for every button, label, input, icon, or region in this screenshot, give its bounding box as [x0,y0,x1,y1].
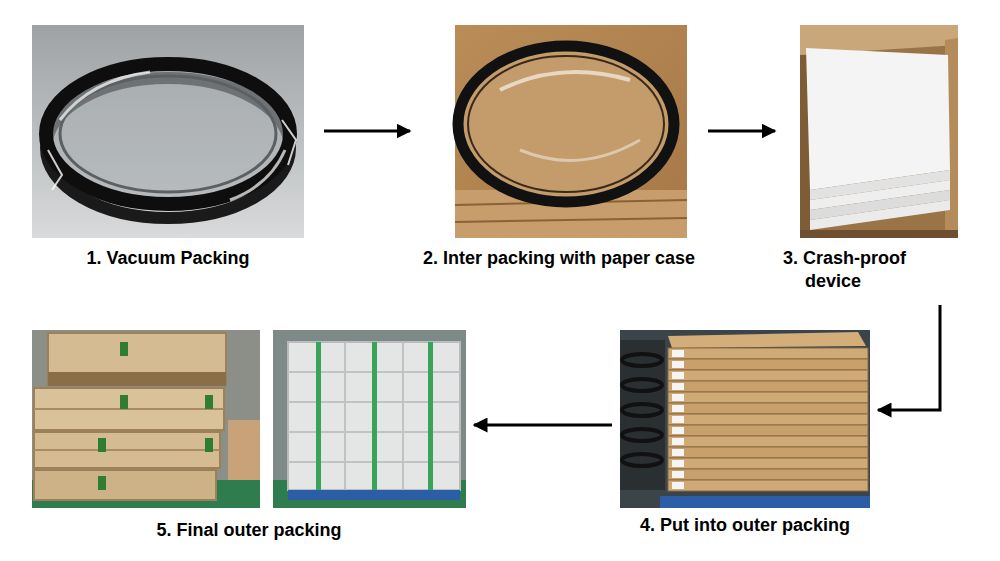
illustration-part [672,372,684,379]
step-box: 2. Inter packing with paper case [418,25,700,274]
step-caption: 2. Inter packing with paper case [418,247,700,270]
illustration-part [455,25,687,238]
illustration-part [668,359,868,370]
illustration-part [668,458,868,469]
crash-proof-photo [800,25,958,238]
illustration-part [520,140,640,160]
illustration-part [668,425,868,436]
illustration-part [48,150,62,190]
illustration-part [288,490,460,500]
illustration-part [672,471,684,478]
illustration-part [668,403,868,414]
illustration-part [60,72,150,120]
illustration-part [668,447,868,458]
illustration-part [672,394,684,401]
illustration-part [228,420,260,480]
illustration-part [668,348,868,359]
illustration-part [230,150,285,200]
flow-arrow [324,130,410,133]
outer-packing-photo [620,330,870,508]
illustration-part [672,482,684,489]
illustration-part [810,200,950,230]
step-caption: 5. Final outer packing [32,519,466,542]
illustration-part [273,330,466,508]
illustration-part [48,372,226,386]
illustration-part [668,469,868,480]
illustration-part [620,330,870,508]
step-box: 3. Crash-proof device [783,25,960,297]
illustration-part [800,25,958,238]
illustration-part [668,392,868,403]
illustration-part [316,342,321,490]
illustration-part [668,332,866,348]
step-caption: 1. Vacuum Packing [32,247,304,270]
illustration-part [672,449,684,456]
illustration-part [46,64,290,204]
illustration-part [622,404,662,416]
illustration-part [668,436,868,447]
illustration-part [668,414,868,425]
illustration-part [672,427,684,434]
illustration-part [372,342,377,490]
illustration-part [672,383,684,390]
illustration-part [668,381,868,392]
illustration-part [455,218,687,222]
illustration-part [668,348,868,491]
step-box: 5. Final outer packing [32,330,466,546]
illustration-part [800,230,958,238]
illustration-part [468,56,664,192]
flow-arrow [474,424,612,427]
illustration-part [32,25,304,238]
illustration-part [120,395,128,409]
illustration-part [500,72,630,90]
vacuum-packing-photo [32,25,304,238]
illustration-part [402,342,404,490]
illustration-part [48,333,226,385]
illustration-part [622,354,662,366]
paper-case-photo [455,25,687,238]
illustration-part [672,361,684,368]
illustration-part [672,405,684,412]
wrapped-pallet-photo [273,330,466,508]
illustration-part [205,395,213,409]
wooden-crates-photo [32,330,260,508]
illustration-part [282,120,296,165]
illustration-part [428,342,433,490]
illustration-part [672,460,684,467]
illustration-part [672,438,684,445]
step-box: 4. Put into outer packing [620,330,870,541]
flow-arrow [878,305,940,410]
illustration-part [672,350,684,357]
illustration-part [205,438,213,452]
illustration-part [622,379,662,391]
step-box: 1. Vacuum Packing [32,25,304,274]
illustration-part [806,48,950,190]
illustration-part [98,438,106,452]
illustration-part [620,340,665,490]
step-caption: 4. Put into outer packing [620,514,870,537]
illustration-part [60,76,276,192]
illustration-part [34,408,224,410]
illustration-part [672,416,684,423]
illustration-part [120,342,128,356]
illustration-part [622,454,662,466]
illustration-part [668,370,868,381]
illustration-part [34,388,224,430]
illustration-part [98,476,106,490]
illustration-part [622,429,662,441]
step-caption: 3. Crash-proof device [783,247,943,293]
illustration-part [458,46,674,202]
illustration-part [288,342,460,490]
illustration-part [344,342,346,490]
flow-arrow [708,130,775,133]
illustration-part [34,432,220,468]
illustration-part [32,330,260,508]
illustration-part [34,449,220,451]
illustration-part [660,496,870,508]
illustration-part [668,480,868,491]
illustration-part [34,470,216,500]
